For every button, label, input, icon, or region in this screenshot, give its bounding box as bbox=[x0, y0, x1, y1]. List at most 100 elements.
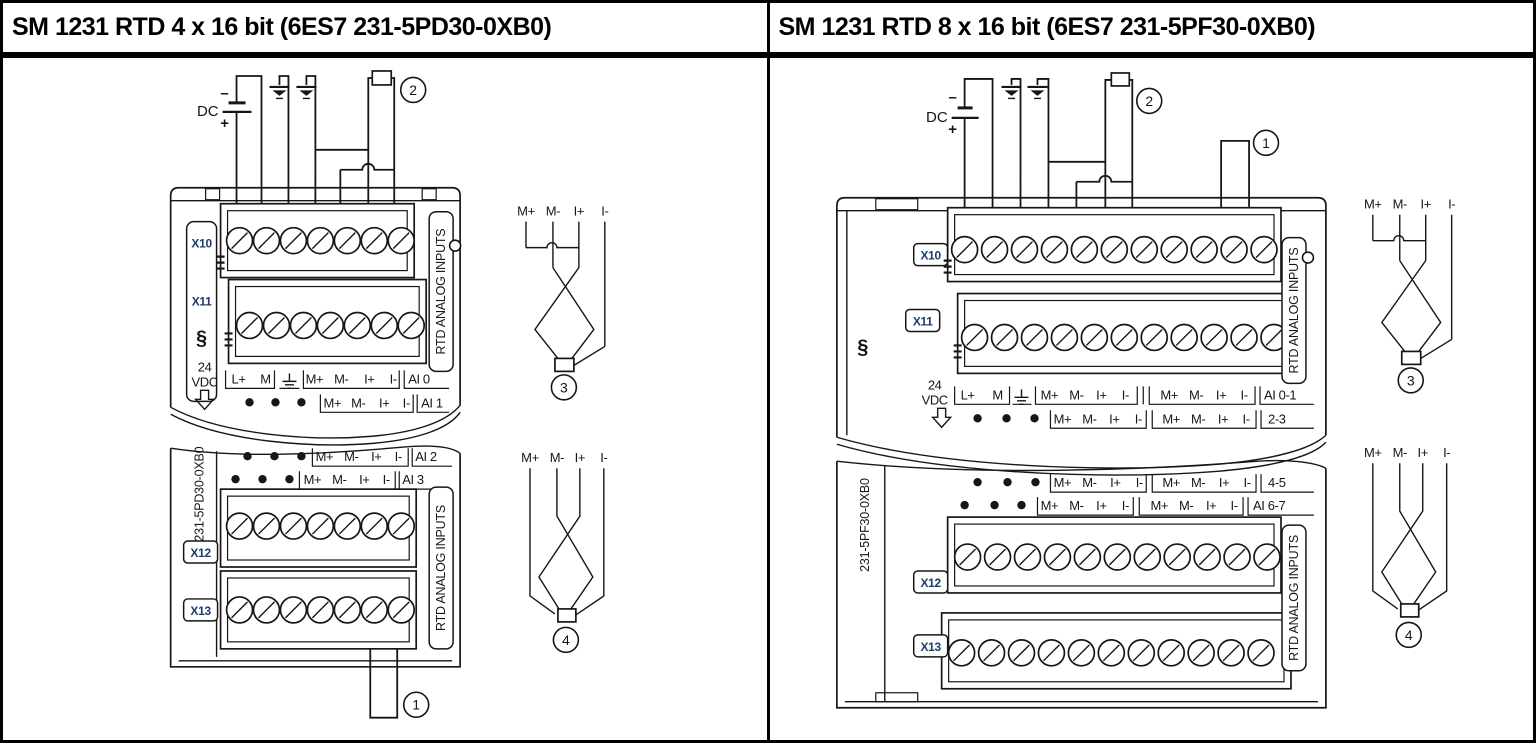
terminal-screws-x12 bbox=[953, 543, 1281, 571]
dc-plus: + bbox=[220, 115, 229, 132]
lbl-iminus: I- bbox=[1135, 475, 1142, 490]
power-24: 24 bbox=[927, 377, 941, 392]
terminal-screws-x11 bbox=[960, 323, 1288, 352]
power-24: 24 bbox=[198, 359, 212, 374]
hinge-marks bbox=[224, 332, 233, 347]
right-panel-title: SM 1231 RTD 8 x 16 bit (6ES7 231-5PF30-0… bbox=[778, 13, 1316, 41]
torn-edge bbox=[170, 404, 461, 439]
lbl-iminus: I- bbox=[1240, 387, 1247, 402]
lbl-iminus: I- bbox=[403, 395, 410, 410]
dc-label: DC bbox=[926, 109, 948, 126]
connector-x10: X10 bbox=[920, 249, 941, 263]
lbl-mminus: M- bbox=[1082, 475, 1096, 490]
hinge-marks bbox=[953, 344, 962, 359]
strip-pin bbox=[1301, 251, 1314, 264]
lbl-iplus: I+ bbox=[379, 395, 389, 410]
terminal-labels-ai23: M+ M- I+ I- M+ M- I+ I- 2-3 bbox=[972, 410, 1314, 429]
rtd-2wire-resistor bbox=[1109, 72, 1130, 87]
lbl-iplus: I+ bbox=[364, 371, 374, 386]
callout-2-circle bbox=[399, 76, 427, 104]
rtd-element bbox=[557, 608, 577, 623]
lbl-mplus: M+ bbox=[1040, 387, 1058, 402]
lbl-ai23: 2-3 bbox=[1268, 411, 1286, 426]
strip-pin bbox=[448, 239, 462, 252]
rtd-sensor-4wire: M+ M- I+ I- 4 bbox=[521, 450, 608, 654]
connector-tab bbox=[182, 540, 219, 564]
left-top-wiring: DC – + 2 bbox=[197, 70, 427, 208]
ground-icon bbox=[295, 85, 318, 100]
lbl-iminus: I- bbox=[1443, 445, 1450, 460]
right-panel-body: DC – + 2 1 bbox=[770, 58, 1534, 742]
left-wiring-diagram: DC – + 2 X1 bbox=[169, 70, 609, 719]
terminal-labels-ai67: M+ M- I+ I- M+ M- I+ I- AI 6-7 bbox=[959, 497, 1314, 516]
lbl-lplus: L+ bbox=[232, 371, 246, 386]
ground-icon bbox=[999, 85, 1023, 100]
connector-x12: X12 bbox=[920, 576, 941, 590]
lbl-iminus: I- bbox=[1448, 197, 1455, 212]
left-module-bottom-block: 231-5PD30-0XB0 M+ M- I+ I- AI 2 M+ bbox=[169, 445, 461, 719]
connector-x13: X13 bbox=[190, 604, 211, 618]
right-module-bottom-block: 231-5PF30-0XB0 M+ M- I+ I- M+ M- I+ I- 4… bbox=[835, 459, 1327, 709]
dc-minus: – bbox=[948, 89, 956, 106]
lbl-mplus: M+ bbox=[1150, 498, 1168, 513]
lbl-iplus: I+ bbox=[371, 449, 381, 464]
rtd-element bbox=[1399, 603, 1420, 618]
power-vdc: VDC bbox=[192, 374, 218, 389]
dc-label: DC bbox=[197, 103, 219, 120]
left-panel-title: SM 1231 RTD 4 x 16 bit (6ES7 231-5PD30-0… bbox=[12, 13, 552, 41]
unused-input-loop bbox=[369, 648, 399, 719]
right-module-top-block: X10 X11 § 24 bbox=[835, 196, 1327, 476]
lbl-mplus: M+ bbox=[1040, 498, 1058, 513]
connector-tab bbox=[904, 308, 940, 333]
ground-icon bbox=[1025, 85, 1049, 100]
lbl-iminus: I- bbox=[1242, 411, 1249, 426]
callout-1: 1 bbox=[412, 697, 420, 713]
ground-icon bbox=[268, 85, 291, 100]
terminal-labels-ai3: M+ M- I+ I- AI 3 bbox=[231, 471, 448, 490]
callout-2: 2 bbox=[409, 82, 417, 98]
lbl-ai67: AI 6-7 bbox=[1253, 498, 1285, 513]
terminal-labels-ai1: M+ M- I+ I- AI 1 bbox=[245, 394, 450, 413]
lbl-iplus: I+ bbox=[1417, 445, 1427, 460]
hinge-marks bbox=[943, 259, 952, 274]
lbl-iplus: I+ bbox=[1205, 498, 1215, 513]
callout-4-circle bbox=[552, 626, 580, 654]
lbl-iplus: I+ bbox=[1110, 475, 1120, 490]
rtd-inputs-strip bbox=[1280, 524, 1307, 672]
panel-sm1231-rtd-4ch: SM 1231 RTD 4 x 16 bit (6ES7 231-5PD30-0… bbox=[3, 3, 770, 740]
lbl-iplus: I+ bbox=[1420, 197, 1430, 212]
lbl-mminus: M- bbox=[1179, 498, 1193, 513]
siemens-logo-icon: § bbox=[196, 327, 207, 349]
lbl-ai3: AI 3 bbox=[402, 472, 424, 487]
lbl-iminus: I- bbox=[1243, 475, 1250, 490]
callout-3: 3 bbox=[1406, 372, 1414, 388]
lbl-iplus: I+ bbox=[575, 450, 585, 465]
torn-edge bbox=[836, 459, 1326, 472]
lbl-mplus: M+ bbox=[1162, 411, 1180, 426]
lbl-mminus: M- bbox=[1188, 387, 1202, 402]
rtd-analog-inputs-label: RTD ANALOG INPUTS bbox=[1286, 248, 1300, 374]
left-panel-header: SM 1231 RTD 4 x 16 bit (6ES7 231-5PD30-0… bbox=[3, 3, 767, 58]
left-panel-body: DC – + 2 X1 bbox=[3, 58, 767, 742]
lbl-ai0: AI 0 bbox=[408, 371, 430, 386]
lbl-mminus: M- bbox=[332, 472, 346, 487]
rtd-sensor-4wire: M+ M- I+ I- 4 bbox=[1364, 445, 1450, 649]
dc-plus: + bbox=[948, 121, 957, 138]
lbl-mminus: M- bbox=[1190, 411, 1204, 426]
lbl-iplus: I+ bbox=[1217, 411, 1227, 426]
connector-tab bbox=[182, 598, 219, 622]
rtd-inputs-strip bbox=[428, 486, 454, 650]
lbl-iminus: I- bbox=[600, 450, 607, 465]
order-code: 231-5PF30-0XB0 bbox=[857, 478, 871, 572]
lbl-iplus: I+ bbox=[1218, 475, 1228, 490]
lbl-mminus: M- bbox=[1082, 411, 1096, 426]
lbl-mplus: M+ bbox=[1053, 475, 1071, 490]
lbl-iplus: I+ bbox=[1215, 387, 1225, 402]
callout-2-circle bbox=[1135, 87, 1163, 115]
siemens-logo-icon: § bbox=[857, 336, 868, 358]
lbl-mplus: M+ bbox=[1162, 475, 1180, 490]
lbl-iminus: I- bbox=[1121, 498, 1128, 513]
lbl-mplus: M+ bbox=[517, 204, 535, 219]
callout-1-circle bbox=[402, 691, 430, 719]
